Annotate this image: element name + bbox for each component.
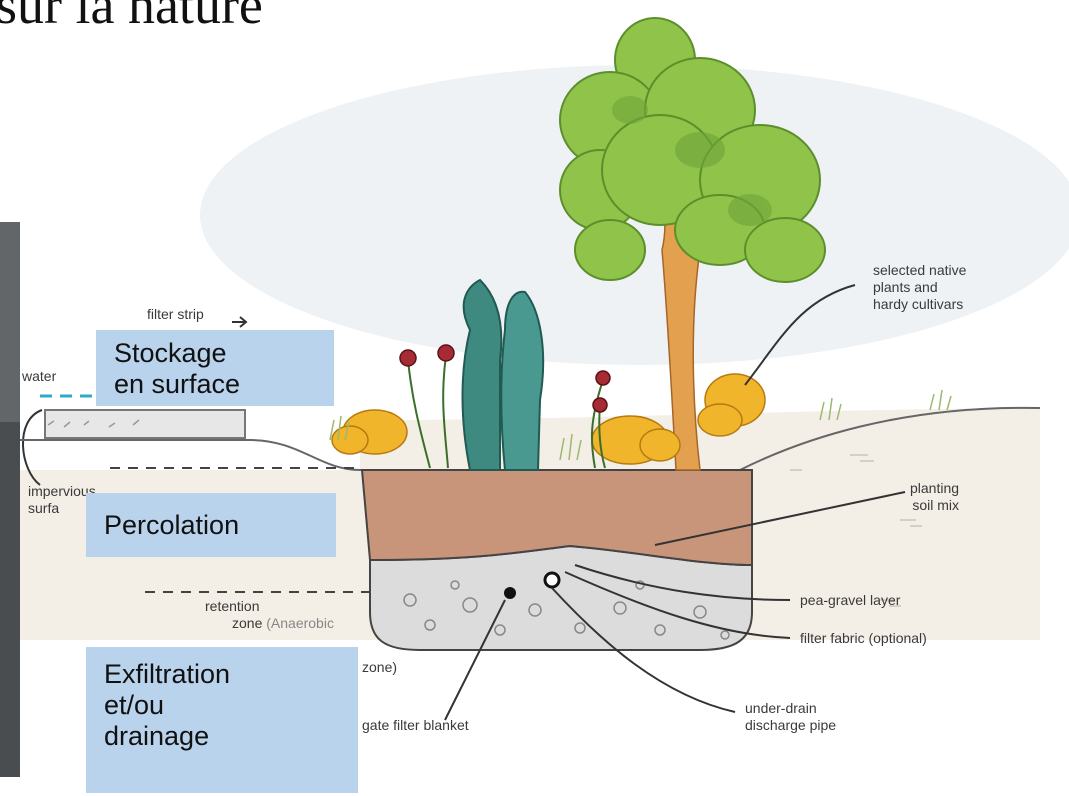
filter-strip-arrow <box>232 317 246 327</box>
cypress-left <box>463 280 502 470</box>
label-planting-soil: plantingsoil mix <box>910 480 959 514</box>
callout-percolation: Percolation <box>86 493 336 557</box>
label-retention: retention zone (Anaerobic <box>205 598 334 632</box>
slide-title: sur la nature <box>0 0 263 36</box>
label-filter-strip: filter strip <box>147 306 204 323</box>
label-native-plants: selected nativeplants andhardy cultivars <box>873 262 966 313</box>
label-zone-close: zone) <box>362 659 397 676</box>
impervious-surface <box>45 410 245 438</box>
label-water: water <box>22 368 56 385</box>
callout-surface-storage: Stockageen surface <box>96 330 334 406</box>
cypress-right <box>501 292 543 470</box>
drain-pipe <box>545 573 559 587</box>
callout-exfiltration: Exfiltrationet/oudrainage <box>86 647 358 793</box>
label-pea-gravel: pea-gravel layer <box>800 592 900 609</box>
label-filter-fabric: filter fabric (optional) <box>800 630 927 647</box>
label-under-drain: under-draindischarge pipe <box>745 700 836 734</box>
label-aggregate: gate filter blanket <box>362 717 469 734</box>
